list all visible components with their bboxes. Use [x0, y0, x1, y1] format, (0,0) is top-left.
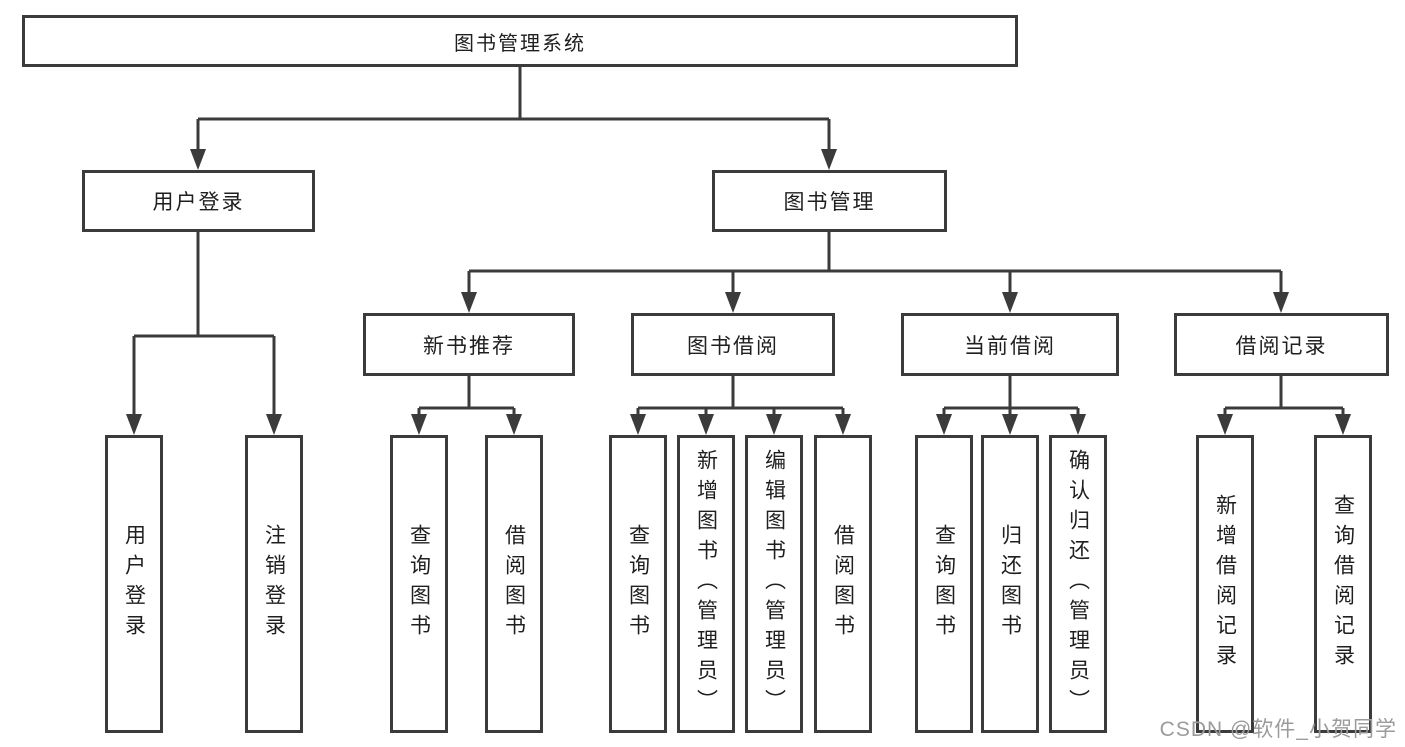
connector-book-management-to-level3 — [461, 232, 1289, 313]
leaf-add-borrow-record: 新增借阅记录 — [1196, 435, 1254, 733]
leaf-user-login-label: 用户登录 — [122, 524, 146, 644]
arrow-down-icon — [766, 414, 782, 435]
arrow-down-icon — [1335, 414, 1351, 435]
watermark: CSDN @软件_小贺同学 — [1159, 718, 1397, 741]
leaf-borrow-books-2: 借阅图书 — [814, 435, 872, 733]
leaf-logout: 注销登录 — [245, 435, 303, 733]
leaf-query-books-1: 查询图书 — [390, 435, 448, 733]
arrow-down-icon — [506, 414, 522, 435]
connector-borrowing-records-to-leaves — [1217, 376, 1351, 435]
arrow-down-icon — [1070, 414, 1086, 435]
arrow-down-icon — [266, 414, 282, 435]
arrow-down-icon — [725, 292, 741, 313]
arrow-down-icon — [126, 414, 142, 435]
node-borrowing-records: 借阅记录 — [1174, 313, 1389, 376]
node-book-borrowing-label: 图书借阅 — [687, 334, 779, 358]
arrow-down-icon — [190, 149, 206, 170]
leaf-query-books-3-label: 查询图书 — [932, 524, 956, 644]
node-new-book-recommend-label: 新书推荐 — [423, 334, 515, 358]
leaf-add-books-admin-label: 新增图书（管理员） — [694, 449, 718, 719]
arrow-down-icon — [461, 292, 477, 313]
arrow-down-icon — [821, 149, 837, 170]
arrow-down-icon — [411, 414, 427, 435]
node-new-book-recommend: 新书推荐 — [363, 313, 575, 376]
arrow-down-icon — [936, 414, 952, 435]
node-current-borrowing: 当前借阅 — [901, 313, 1119, 376]
leaf-borrow-books-1-label: 借阅图书 — [502, 524, 526, 644]
leaf-query-books-1-label: 查询图书 — [407, 524, 431, 644]
leaf-query-borrow-record: 查询借阅记录 — [1314, 435, 1372, 733]
arrow-down-icon — [1002, 292, 1018, 313]
node-current-borrowing-label: 当前借阅 — [964, 334, 1056, 358]
leaf-edit-books-admin: 编辑图书（管理员） — [745, 435, 803, 733]
leaf-confirm-return-admin-label: 确认归还（管理员） — [1066, 449, 1090, 719]
leaf-query-books-3: 查询图书 — [915, 435, 973, 733]
leaf-query-borrow-record-label: 查询借阅记录 — [1331, 494, 1355, 674]
node-root-label: 图书管理系统 — [454, 32, 586, 55]
node-root: 图书管理系统 — [22, 15, 1018, 67]
node-borrowing-records-label: 借阅记录 — [1235, 334, 1328, 358]
leaf-return-books: 归还图书 — [981, 435, 1039, 733]
leaf-add-books-admin: 新增图书（管理员） — [677, 435, 735, 733]
node-book-borrowing: 图书借阅 — [631, 313, 835, 376]
leaf-borrow-books-2-label: 借阅图书 — [831, 524, 855, 644]
leaf-return-books-label: 归还图书 — [998, 524, 1022, 644]
node-user-login: 用户登录 — [82, 170, 315, 232]
leaf-logout-label: 注销登录 — [262, 524, 286, 644]
connector-user-login-to-leaves — [126, 232, 282, 435]
arrow-down-icon — [630, 414, 646, 435]
arrow-down-icon — [698, 414, 714, 435]
connector-current-borrowing-to-leaves — [936, 376, 1086, 435]
arrow-down-icon — [1002, 414, 1018, 435]
connector-root-to-level2 — [190, 67, 837, 170]
leaf-query-books-2-label: 查询图书 — [626, 524, 650, 644]
leaf-user-login: 用户登录 — [105, 435, 163, 733]
connector-new-book-recommend-to-leaves — [411, 376, 522, 435]
node-user-login-label: 用户登录 — [152, 191, 245, 214]
node-book-management: 图书管理 — [712, 170, 947, 232]
node-book-management-label: 图书管理 — [783, 191, 876, 214]
leaf-confirm-return-admin: 确认归还（管理员） — [1049, 435, 1107, 733]
leaf-add-borrow-record-label: 新增借阅记录 — [1213, 494, 1237, 674]
arrow-down-icon — [1273, 292, 1289, 313]
connector-book-borrowing-to-leaves — [630, 376, 851, 435]
leaf-borrow-books-1: 借阅图书 — [485, 435, 543, 733]
arrow-down-icon — [835, 414, 851, 435]
leaf-edit-books-admin-label: 编辑图书（管理员） — [762, 449, 786, 719]
arrow-down-icon — [1217, 414, 1233, 435]
leaf-query-books-2: 查询图书 — [609, 435, 667, 733]
